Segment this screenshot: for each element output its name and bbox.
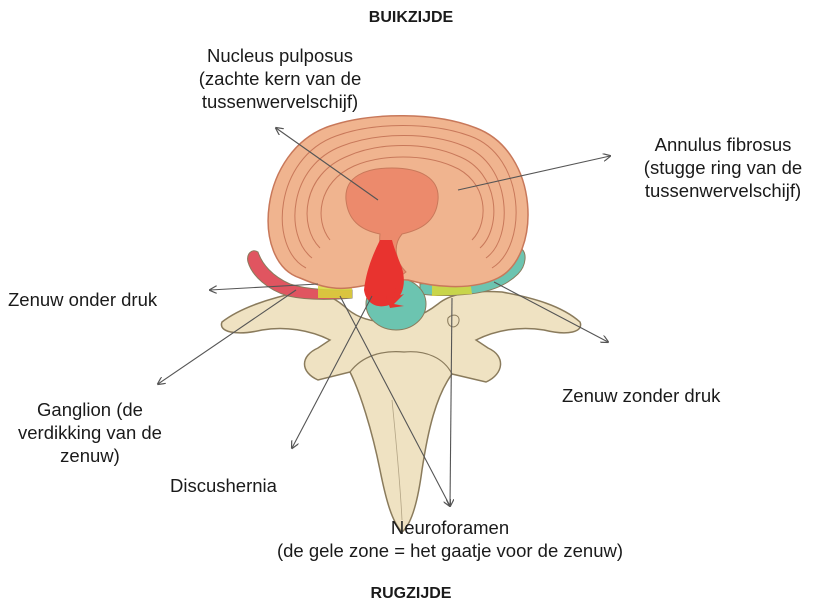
- foramen-label-line-2: (de gele zone = het gaatje voor de zenuw…: [240, 539, 660, 562]
- neuroforamen-label: Neuroforamen (de gele zone = het gaatje …: [240, 516, 660, 562]
- free-nerve-label-line-1: Zenuw zonder druk: [562, 384, 720, 407]
- annulus-label-line-1: Annulus fibrosus: [630, 133, 816, 156]
- hernia-label-line-1: Discushernia: [170, 474, 277, 497]
- ganglion-label-line-3: zenuw): [10, 444, 170, 467]
- nucleus-label-line-1: Nucleus pulposus: [190, 44, 370, 67]
- nucleus-label-line-2: (zachte kern van de: [190, 67, 370, 90]
- compressed-nerve-label-line-1: Zenuw onder druk: [8, 288, 157, 311]
- annulus-label-line-2: (stugge ring van de: [630, 156, 816, 179]
- discushernia-label: Discushernia: [170, 474, 277, 497]
- ganglion-label-line-1: Ganglion (de: [10, 398, 170, 421]
- nucleus-label-line-3: tussenwervelschijf): [190, 90, 370, 113]
- compressed-nerve-label: Zenuw onder druk: [8, 288, 157, 311]
- ganglion-pointer: [158, 290, 296, 384]
- annulus-fibrosus-label: Annulus fibrosus (stugge ring van de tus…: [630, 133, 816, 202]
- ganglion-label: Ganglion (de verdikking van de zenuw): [10, 398, 170, 467]
- nucleus-pulposus-label: Nucleus pulposus (zachte kern van de tus…: [190, 44, 370, 113]
- foramen-label-line-1: Neuroforamen: [240, 516, 660, 539]
- ganglion-label-line-2: verdikking van de: [10, 421, 170, 444]
- annulus-label-line-3: tussenwervelschijf): [630, 179, 816, 202]
- free-nerve-label: Zenuw zonder druk: [562, 384, 720, 407]
